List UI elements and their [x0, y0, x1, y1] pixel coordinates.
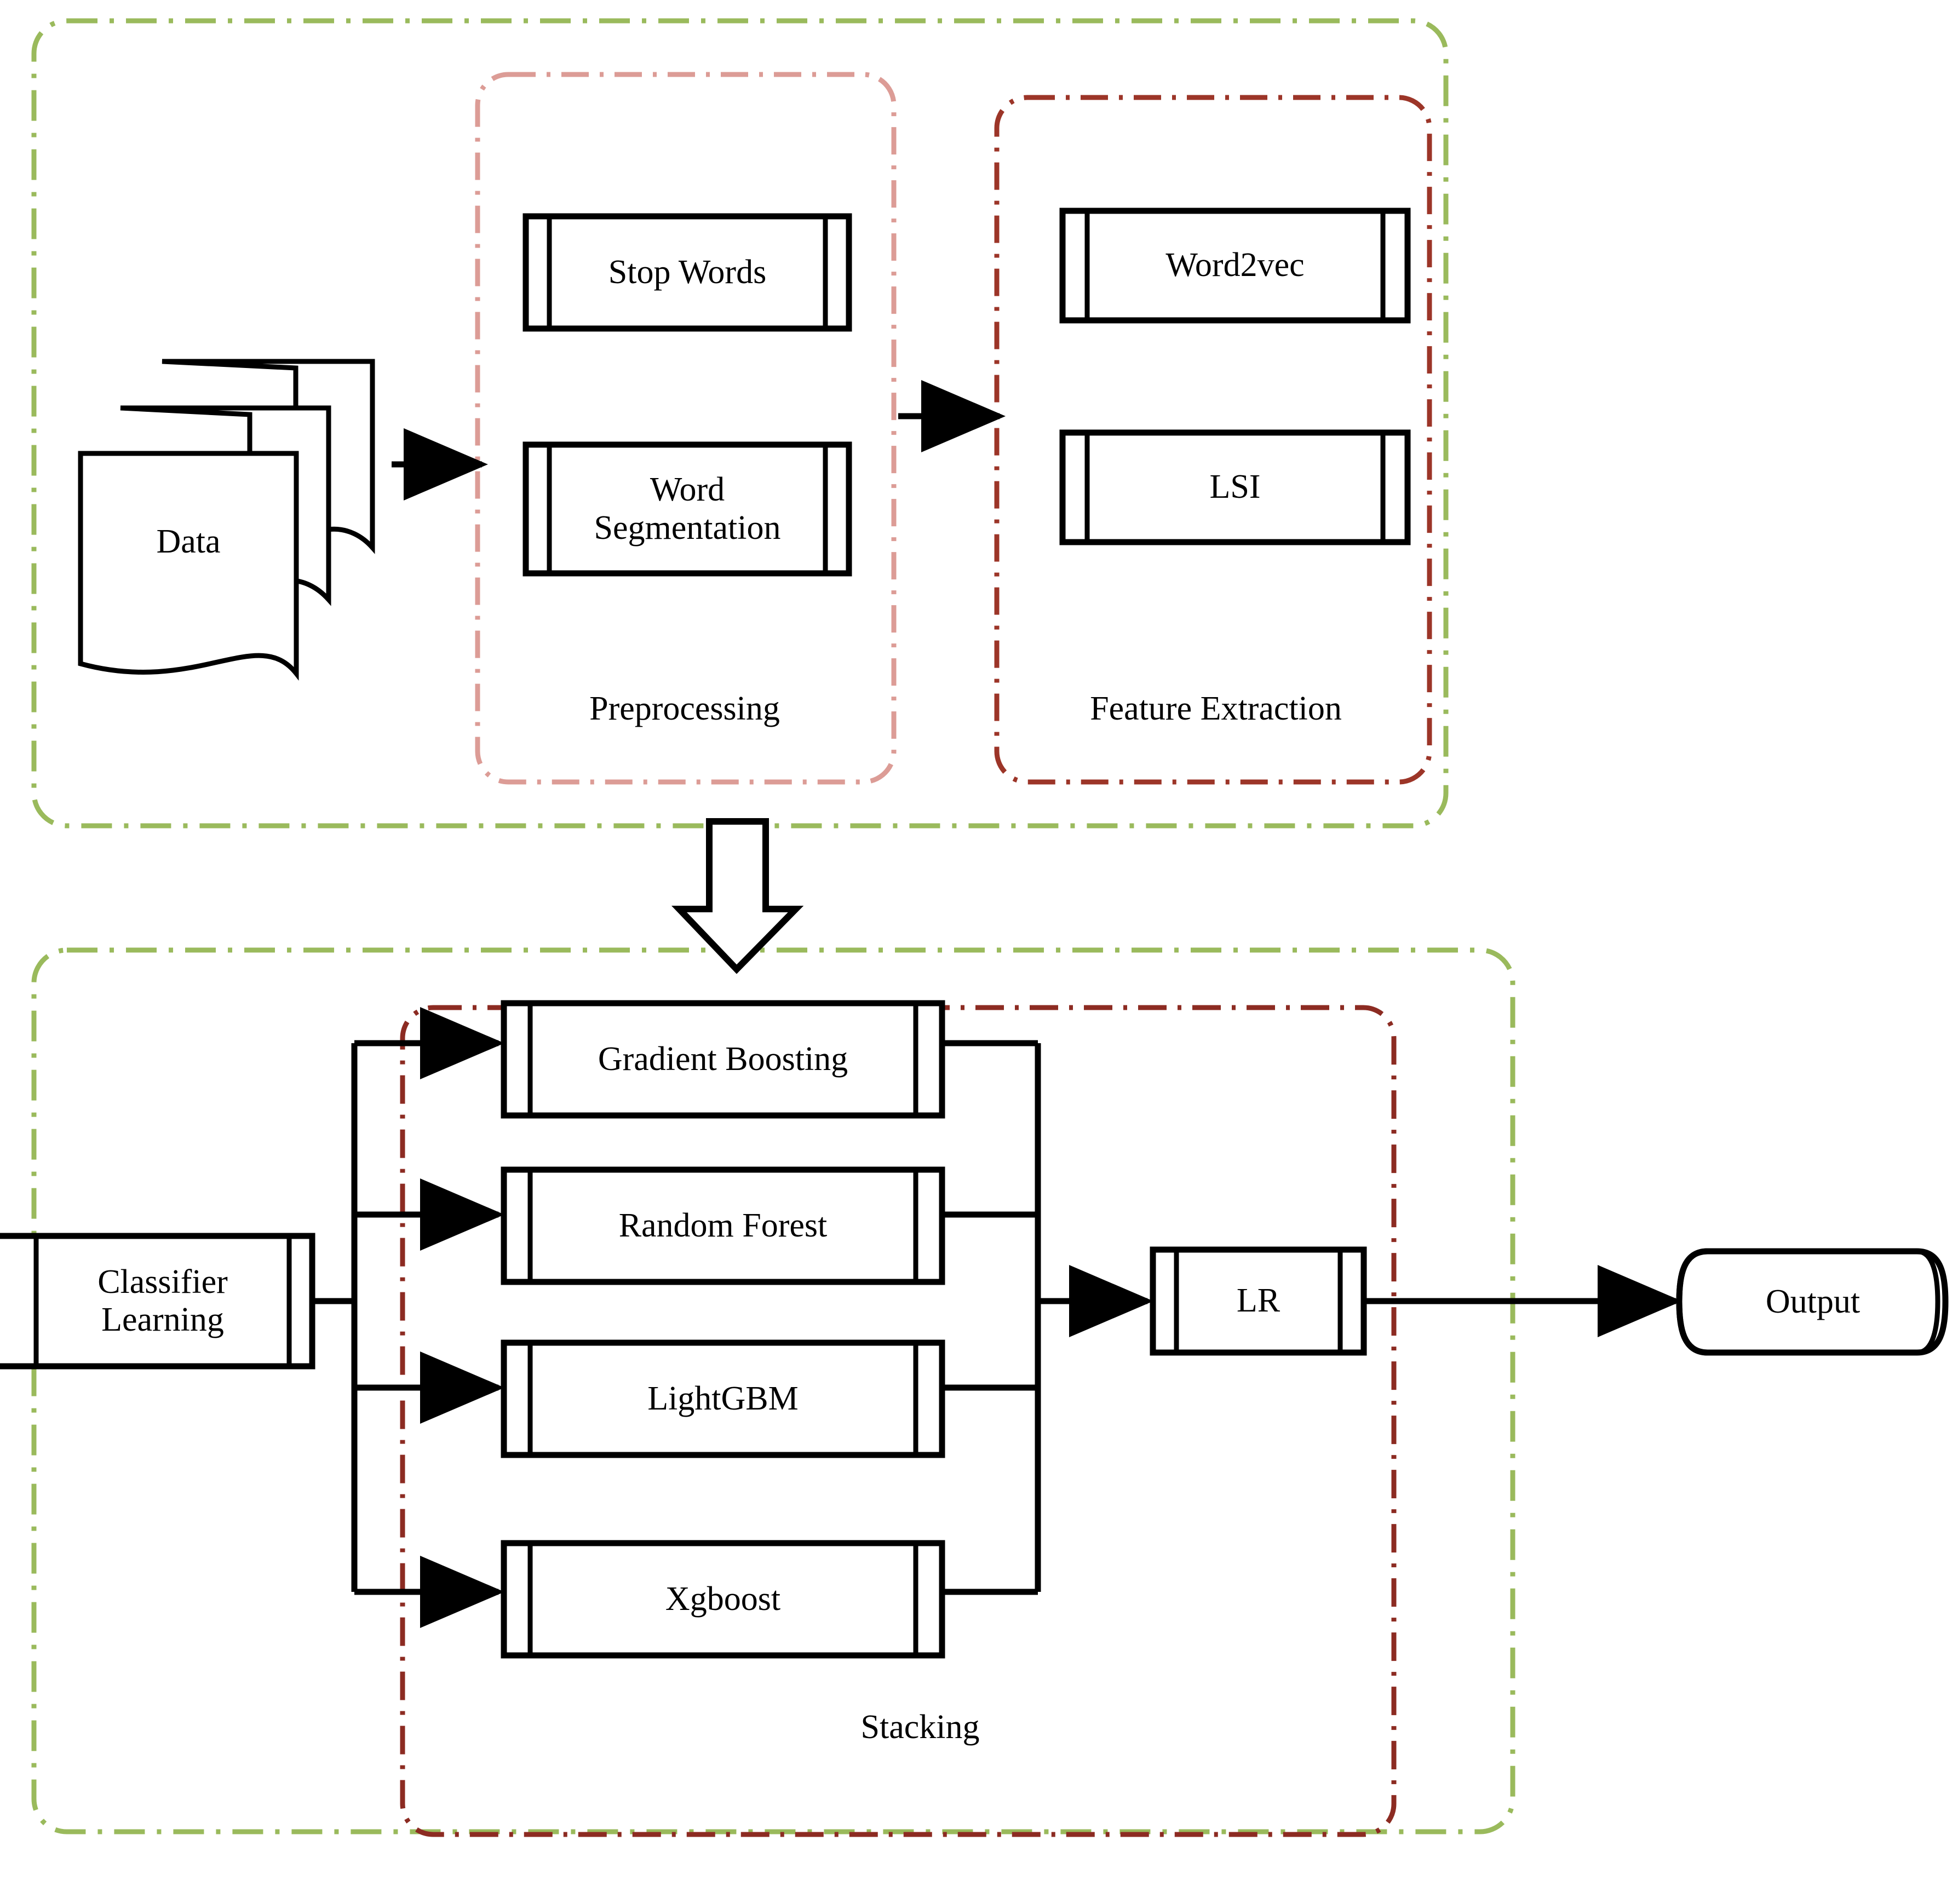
node-gradient-boosting-label: Gradient Boosting [598, 1040, 848, 1078]
node-lightgbm-label: LightGBM [647, 1379, 799, 1417]
group-preprocessing-label: Preprocessing [589, 690, 780, 728]
node-classifier-learning-label: Classifier Learning [97, 1263, 228, 1338]
node-word2vec-label: Word2vec [1165, 246, 1305, 284]
node-stop-words-label: Stop Words [608, 253, 767, 291]
node-xgboost-label: Xgboost [665, 1580, 781, 1618]
group-stacking-label: Stacking [860, 1709, 980, 1746]
group-feature-extraction-label: Feature Extraction [1090, 690, 1342, 728]
node-lr-label: LR [1236, 1282, 1281, 1320]
node-output-label: Output [1765, 1282, 1861, 1320]
group-preprocessing-border [475, 72, 897, 785]
node-data-label: Data [156, 523, 221, 561]
node-word-segmentation-label: Word Segmentation [594, 471, 781, 547]
node-random-forest-label: Random Forest [618, 1206, 828, 1244]
edge-top-to-bottom-block-arrow [671, 818, 804, 974]
edge-classifier-fanout [312, 1007, 504, 1628]
edge-stacking-merge-to-lr [942, 1040, 1153, 1595]
node-lsi-label: LSI [1209, 468, 1261, 506]
